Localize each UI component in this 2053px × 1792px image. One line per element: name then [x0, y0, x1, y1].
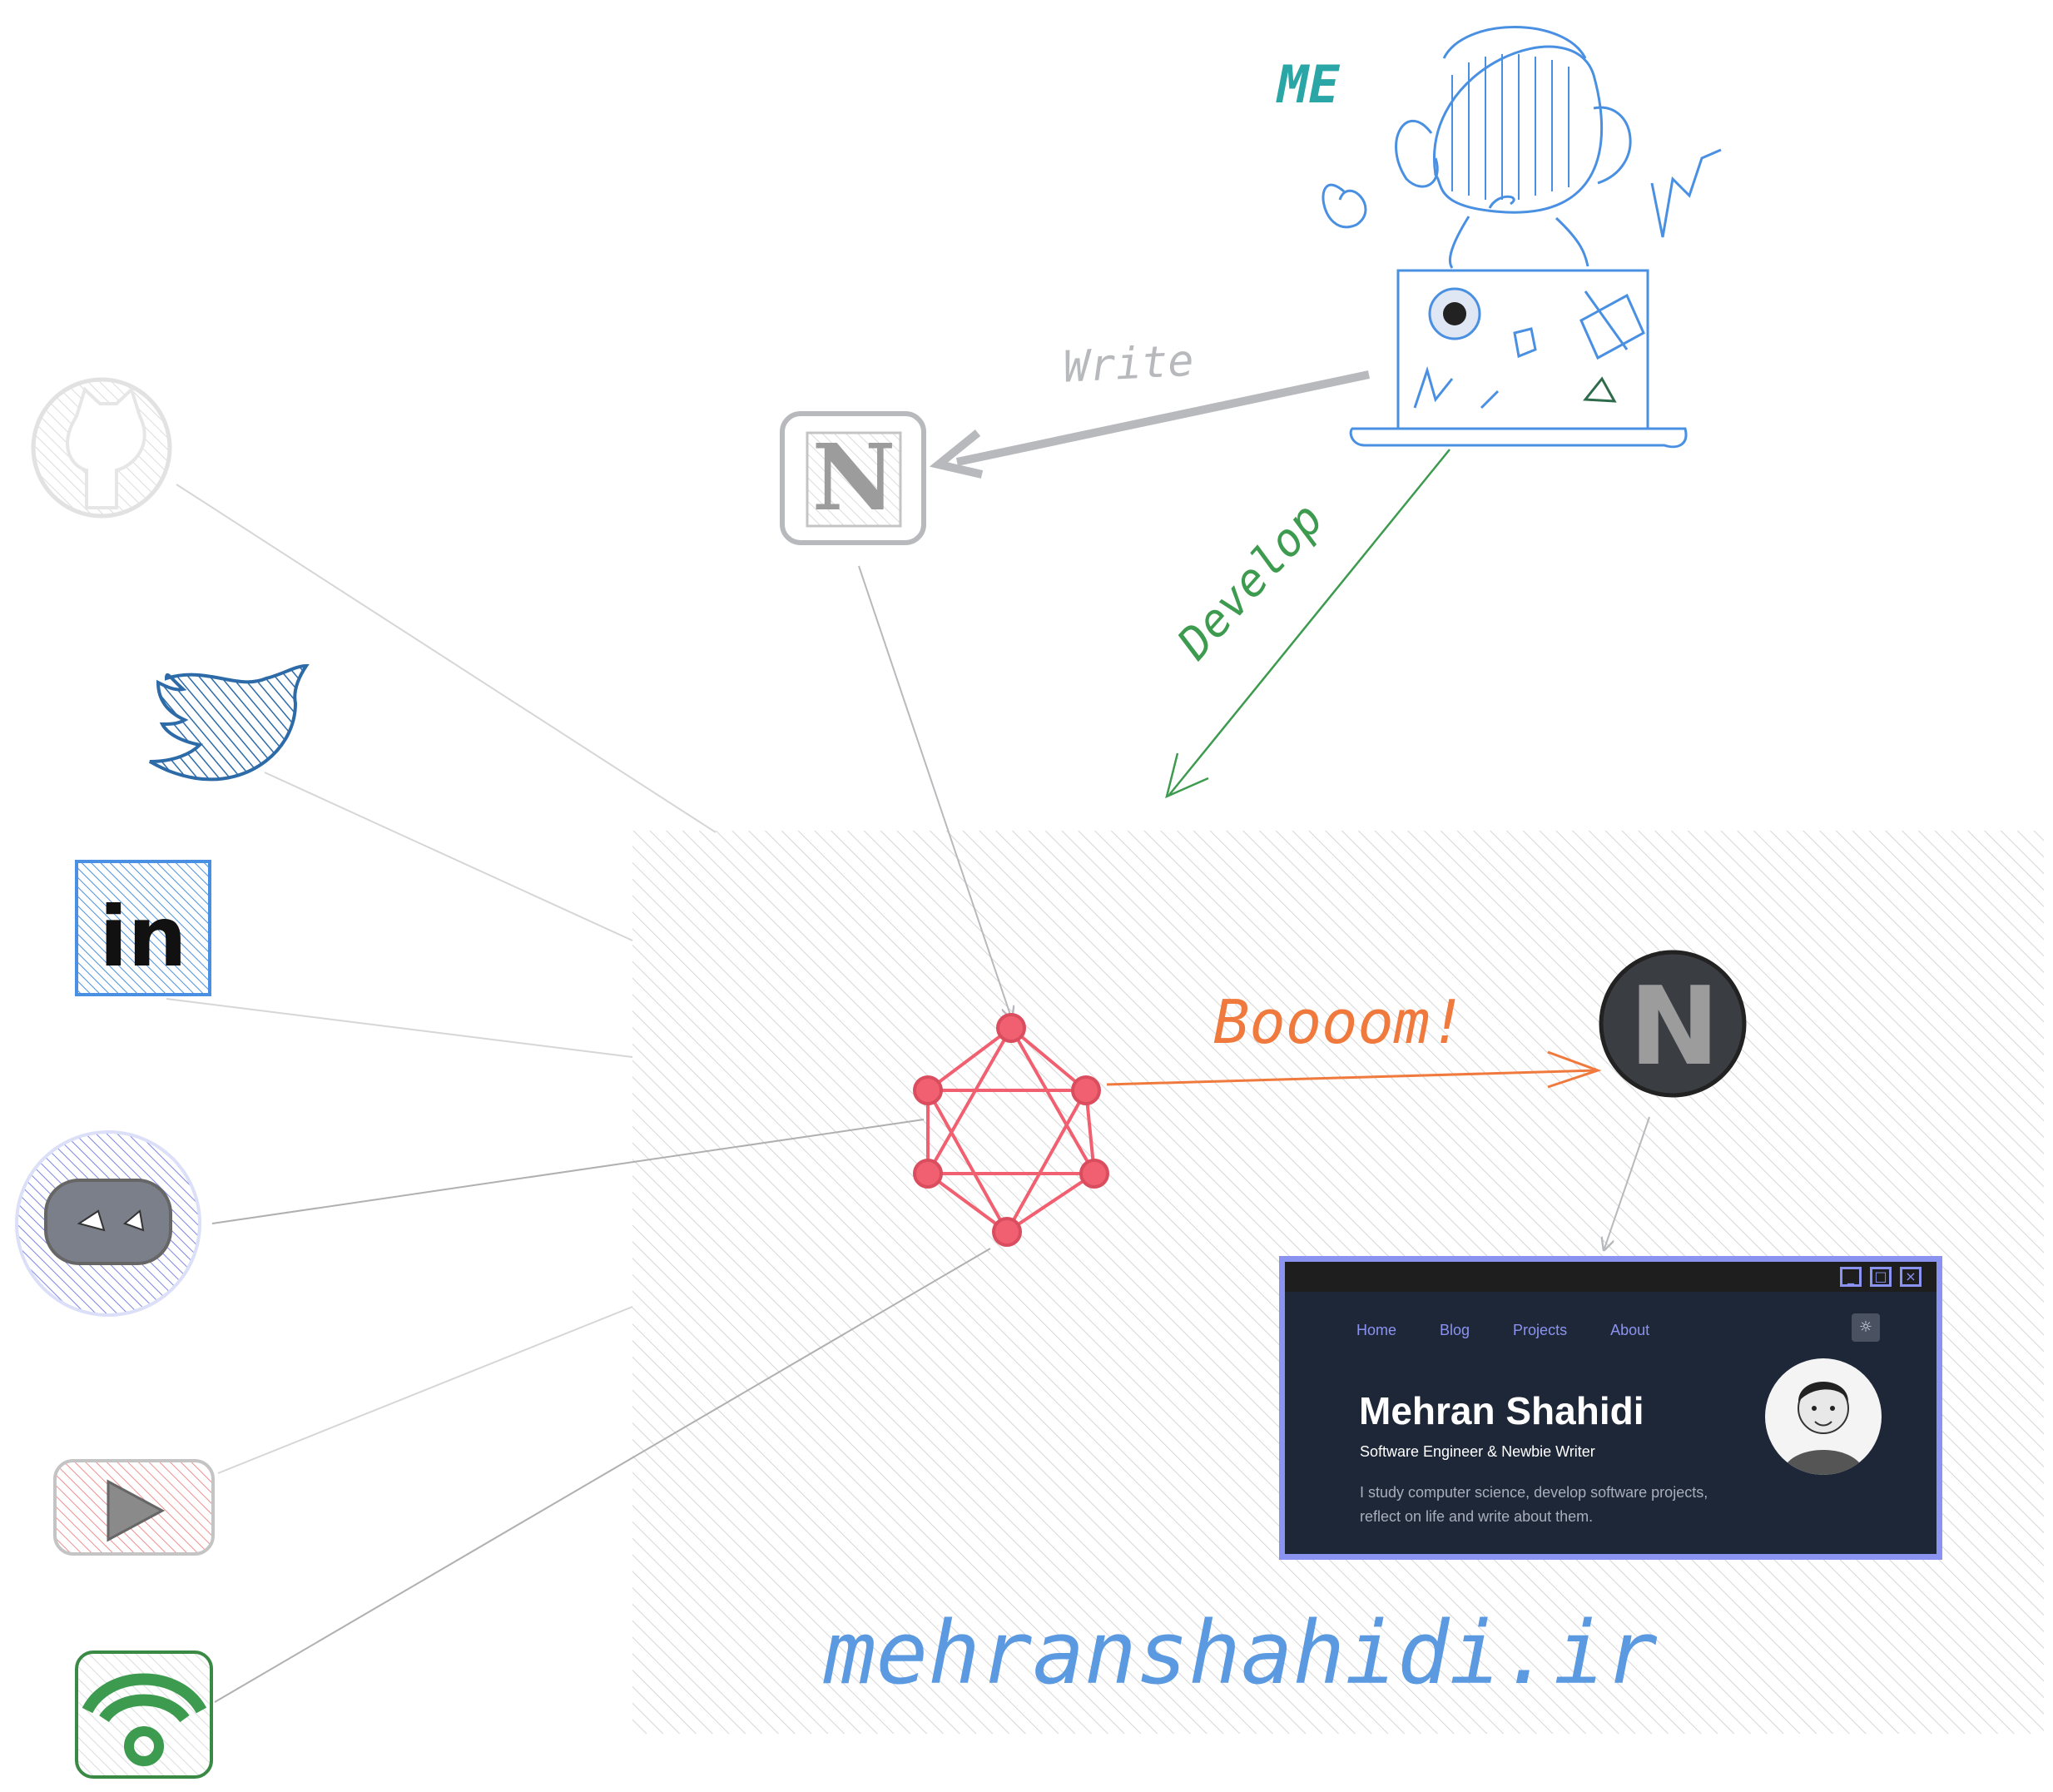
nextjs-icon: N: [1599, 950, 1747, 1098]
minimize-icon: _: [1840, 1267, 1862, 1287]
youtube-icon: [53, 1459, 215, 1556]
me-label: ME: [1276, 54, 1340, 115]
maximize-icon: □: [1870, 1267, 1892, 1287]
svg-text:in: in: [99, 888, 186, 985]
site-description: I study computer science, develop softwa…: [1360, 1484, 1708, 1525]
site-name: Mehran Shahidi: [1359, 1389, 1644, 1432]
podcast-icon: [75, 1651, 213, 1779]
nav-about[interactable]: About: [1610, 1322, 1650, 1338]
linkedin-icon: in: [75, 860, 211, 996]
write-label: Write: [1062, 336, 1194, 393]
developer-with-headset-icon: [1322, 26, 1722, 449]
twitter-icon: [149, 663, 310, 782]
site-nav: Home Blog Projects About: [1356, 1322, 1649, 1339]
boom-label: Boooom!: [1213, 987, 1465, 1057]
develop-arrow: [1168, 449, 1450, 796]
nav-projects[interactable]: Projects: [1513, 1322, 1568, 1338]
notion-icon: N: [780, 411, 926, 545]
graphql-icon: [913, 1013, 1109, 1247]
notion-to-graphql-line: [858, 565, 1011, 1017]
nav-blog[interactable]: Blog: [1440, 1322, 1470, 1338]
develop-label: Develop: [1167, 493, 1333, 669]
window-titlebar: _ □ ×: [1285, 1262, 1936, 1292]
svg-text:N: N: [1629, 963, 1720, 1090]
nav-home[interactable]: Home: [1356, 1322, 1397, 1338]
write-arrow: [955, 370, 1371, 466]
svg-text:N: N: [812, 424, 896, 531]
develop-arrowhead: [1165, 752, 1209, 799]
close-icon: ×: [1900, 1267, 1922, 1287]
social-connections: [166, 484, 991, 1703]
boom-arrow: [1106, 1069, 1599, 1086]
boom-arrowhead: [1547, 1050, 1602, 1089]
github-icon: [31, 377, 172, 519]
discord-icon: [15, 1130, 201, 1317]
sun-icon[interactable]: ☼: [1852, 1313, 1880, 1342]
site-role: Software Engineer & Newbie Writer: [1360, 1443, 1595, 1460]
next-to-site-line: [1604, 1116, 1650, 1248]
write-arrowhead: [929, 429, 984, 479]
website-preview: _ □ × Home Blog Projects About ☼ Mehran …: [1279, 1256, 1942, 1560]
domain-label: mehranshahidi.ir: [823, 1602, 1658, 1704]
avatar: [1765, 1358, 1882, 1475]
